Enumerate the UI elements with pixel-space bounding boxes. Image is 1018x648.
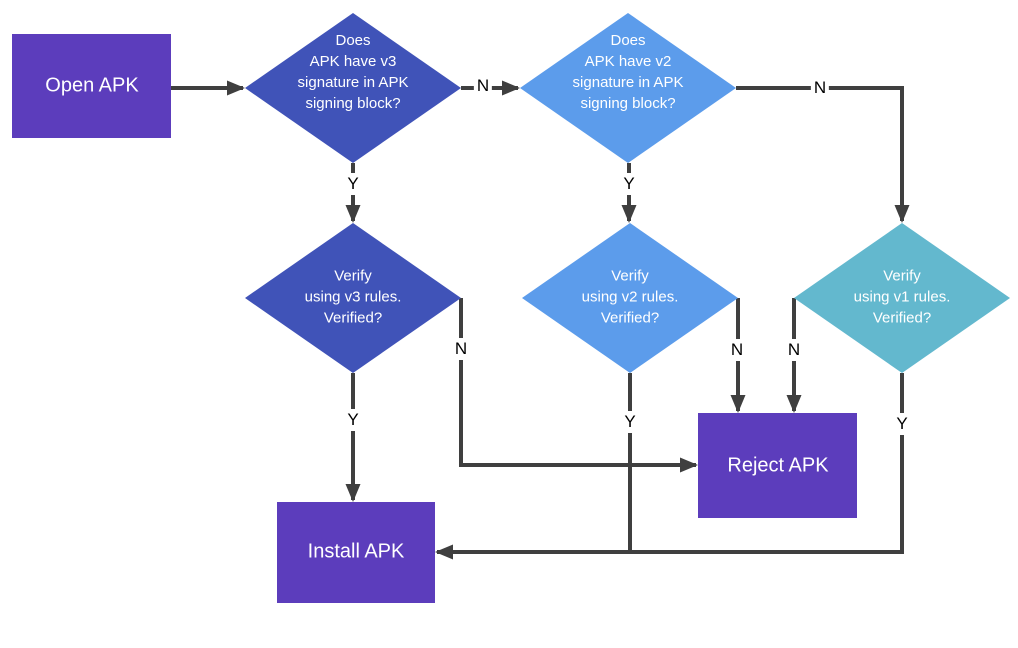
edge-label-verify-v2-yes: Y <box>621 411 639 433</box>
edge-label-check-v2-yes: Y <box>620 173 638 195</box>
edge-label-check-v3-yes: Y <box>344 173 362 195</box>
edge-check-v2-no-to-verify-v1 <box>736 86 910 223</box>
edge-label-verify-v1-no: N <box>784 339 804 361</box>
edge-label-verify-v1-yes: Y <box>893 413 911 435</box>
edge-label-check-v2-no: N <box>810 77 830 99</box>
edge-label-verify-v2-no: N <box>727 339 747 361</box>
edge-label-verify-v3-yes: Y <box>344 409 362 431</box>
edge-label-verify-v3-no: N <box>451 338 471 360</box>
edge-label-check-v3-no: N <box>473 75 493 97</box>
verify-v2-diamond <box>522 223 738 373</box>
verify-v1-diamond <box>794 223 1010 373</box>
open-apk-box <box>12 34 171 138</box>
verify-v3-diamond <box>245 223 461 373</box>
check-v3-diamond <box>245 13 461 163</box>
install-apk-box <box>277 502 435 603</box>
check-v2-diamond <box>520 13 736 163</box>
reject-apk-box <box>698 413 857 518</box>
